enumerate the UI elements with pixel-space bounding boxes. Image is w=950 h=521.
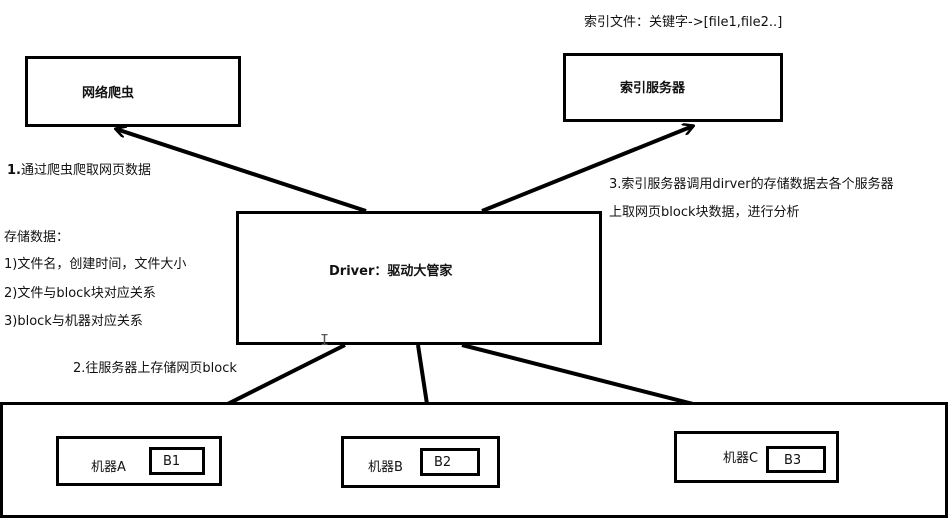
machine-b-label: 机器B bbox=[368, 460, 403, 475]
block-b1-box: B1 bbox=[149, 447, 205, 475]
driver-label: Driver：驱动大管家 bbox=[329, 264, 453, 279]
step1-text: 通过爬虫爬取网页数据 bbox=[20, 163, 151, 178]
arrow-driver-to-index-server bbox=[481, 126, 693, 213]
machine-c-label: 机器C bbox=[723, 451, 759, 466]
storage-title: 存储数据： bbox=[4, 230, 70, 245]
step1-note: 1.通过爬虫爬取网页数据 bbox=[7, 164, 151, 177]
storage-item-2: 2)文件与block块对应关系 bbox=[4, 286, 156, 301]
step2-note: 2.往服务器上存储网页block bbox=[73, 361, 237, 376]
index-file-note: 索引文件：关键字->[file1,file2..] bbox=[584, 15, 783, 30]
driver-box: Driver：驱动大管家 bbox=[236, 211, 602, 345]
step3-note-line2: 上取网页block块数据，进行分析 bbox=[609, 205, 800, 220]
crawler-box: 网络爬虫 bbox=[25, 56, 241, 127]
block-b3-box: B3 bbox=[766, 446, 826, 473]
crawler-label: 网络爬虫 bbox=[82, 86, 135, 101]
text-cursor-icon: I bbox=[320, 331, 330, 349]
storage-item-3: 3)block与机器对应关系 bbox=[4, 314, 143, 329]
machine-a-label: 机器A bbox=[91, 460, 126, 475]
index-server-label: 索引服务器 bbox=[620, 81, 686, 96]
block-b2-box: B2 bbox=[420, 448, 480, 476]
step1-number: 1. bbox=[7, 163, 21, 178]
arrow-driver-to-crawler bbox=[116, 129, 367, 213]
storage-item-1: 1)文件名，创建时间，文件大小 bbox=[4, 257, 187, 272]
block-b1-label: B1 bbox=[163, 454, 181, 469]
index-server-box: 索引服务器 bbox=[563, 53, 783, 122]
block-b3-label: B3 bbox=[784, 453, 802, 468]
block-b2-label: B2 bbox=[434, 455, 452, 470]
step3-note-line1: 3.索引服务器调用dirver的存储数据去各个服务器 bbox=[609, 177, 894, 192]
